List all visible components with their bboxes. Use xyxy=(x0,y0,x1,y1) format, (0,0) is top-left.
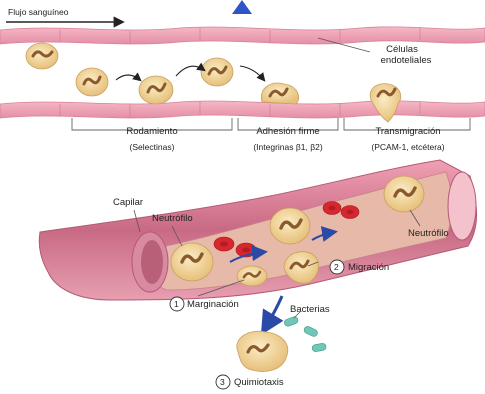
neutrophil-adhered xyxy=(261,83,298,104)
neutrophil-rolling-3 xyxy=(201,58,233,86)
step-3-label: Quimiotaxis xyxy=(234,377,284,388)
step-2-number: 2 xyxy=(334,262,339,273)
stage-rodamiento-molecules: (Selectinas) xyxy=(92,142,212,153)
step-2-label: Migración xyxy=(348,262,389,273)
neutrophil-transmigrating xyxy=(370,84,401,122)
neutrophil-phagocytosis xyxy=(237,331,288,371)
step-1-label: Marginación xyxy=(187,299,239,310)
step-3-number: 3 xyxy=(220,377,225,388)
neutrofilo-left-label: Neutrófilo xyxy=(152,213,193,224)
stage-rodamiento-name: Rodamiento xyxy=(92,126,212,137)
neutrophil-marginating xyxy=(237,266,267,286)
flow-label: Flujo sanguíneo xyxy=(8,7,69,18)
neutrophil-rolling-2 xyxy=(139,76,173,104)
stage-adhesion-molecules: (Integrinas β1, β2) xyxy=(226,142,350,153)
stage-transmigracion-name: Transmigración xyxy=(352,126,464,137)
neutrophil-rolling-1 xyxy=(76,68,108,96)
top-marker-triangle xyxy=(232,0,252,14)
upper-vessel-wall xyxy=(0,27,485,44)
bacterias-label: Bacterias xyxy=(290,304,330,315)
lower-vessel-wall xyxy=(0,101,485,118)
neutrophil-in-vessel-right xyxy=(384,176,424,212)
stage-transmigracion-molecules: (PCAM-1, etcétera) xyxy=(346,142,470,153)
rolling-arrows xyxy=(116,66,264,80)
bacteria xyxy=(283,316,326,352)
capilar-label: Capilar xyxy=(113,197,143,208)
endothelial-label-2: endoteliales xyxy=(368,55,444,66)
endothelial-label-1: Células xyxy=(372,44,432,55)
neutrophil-in-vessel-left xyxy=(171,243,213,281)
vessel-far-opening xyxy=(448,172,476,240)
step-1-number: 1 xyxy=(174,299,179,310)
chemotaxis-arrow xyxy=(264,296,282,330)
vessel-opening-inner xyxy=(141,240,163,284)
neutrophil-in-vessel-mid xyxy=(270,208,310,244)
neutrophil-free xyxy=(26,43,58,69)
stage-adhesion-name: Adhesión firme xyxy=(230,126,346,137)
neutrofilo-right-label: Neutrófilo xyxy=(408,228,449,239)
